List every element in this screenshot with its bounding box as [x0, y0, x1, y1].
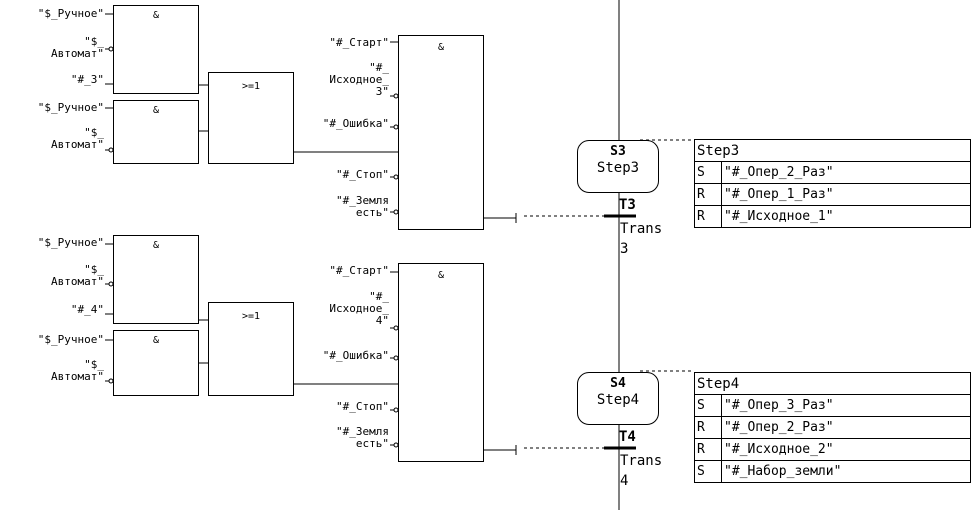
action-qualifier: R	[694, 183, 722, 206]
step-id: S3	[610, 144, 626, 159]
input-label: "#_Стоп"	[336, 168, 389, 181]
action-qualifier: S	[694, 460, 722, 483]
action-operand: "#_Опер_2_Раз"	[721, 416, 971, 439]
step-name: Step3	[596, 160, 640, 176]
input-label: "$_Ручное"	[37, 101, 104, 114]
action-operand: "#_Исходное_1"	[721, 205, 971, 228]
action-table-step4[interactable]: Step4 S"#_Опер_3_Раз" R"#_Опер_2_Раз" R"…	[694, 372, 971, 483]
input-label: "$_ Автомат"	[51, 126, 104, 151]
and-gate-1a[interactable]: &	[113, 5, 199, 94]
action-qualifier: R	[694, 205, 722, 228]
action-table-title: Step4	[694, 372, 971, 395]
action-operand: "#_Опер_3_Раз"	[721, 394, 971, 417]
and-gate-2a[interactable]: &	[113, 235, 199, 324]
or-gate-1[interactable]: >=1	[208, 72, 294, 164]
input-label: "$_Ручное"	[37, 333, 104, 346]
and-gate-1c[interactable]: &	[398, 35, 484, 230]
action-table-title: Step3	[694, 139, 971, 162]
input-label: "$_Ручное"	[37, 7, 104, 20]
input-label: "#_Старт"	[329, 264, 389, 277]
step-name: Step4	[596, 392, 640, 408]
input-label: "#_Ошибка"	[322, 349, 389, 362]
action-operand: "#_Исходное_2"	[721, 438, 971, 461]
action-qualifier: R	[694, 416, 722, 439]
input-label: "#_Старт"	[329, 36, 389, 49]
and-gate-1b[interactable]: &	[113, 100, 199, 164]
transition-id[interactable]: T4	[619, 429, 636, 445]
step-s4[interactable]: S4 Step4	[577, 372, 659, 425]
input-label: "$_ Автомат"	[51, 35, 104, 60]
input-label: "$_ Автомат"	[51, 358, 104, 383]
action-table-step3[interactable]: Step3 S"#_Опер_2_Раз" R"#_Опер_1_Раз" R"…	[694, 139, 971, 228]
input-label: "#_Ошибка"	[322, 117, 389, 130]
action-operand: "#_Опер_1_Раз"	[721, 183, 971, 206]
input-label: "$_Ручное"	[37, 236, 104, 249]
and-gate-2b[interactable]: &	[113, 330, 199, 396]
step-id: S4	[610, 376, 626, 391]
input-label: "#_3"	[70, 73, 104, 86]
action-operand: "#_Опер_2_Раз"	[721, 161, 971, 184]
input-label: "#_ Исходное_ 3"	[329, 61, 389, 98]
transition-name: Trans 3	[620, 221, 663, 257]
input-label: "$_ Автомат"	[51, 263, 104, 288]
action-qualifier: R	[694, 438, 722, 461]
transition-id[interactable]: T3	[619, 197, 636, 213]
input-label: "#_4"	[70, 303, 104, 316]
input-label: "#_Стоп"	[336, 400, 389, 413]
action-operand: "#_Набор_земли"	[721, 460, 971, 483]
and-gate-2c[interactable]: &	[398, 263, 484, 462]
action-qualifier: S	[694, 161, 722, 184]
input-label: "#_Земля есть"	[336, 425, 389, 450]
input-label: "#_ Исходное_ 4"	[329, 290, 389, 327]
transition-name: Trans 4	[620, 453, 663, 489]
or-gate-2[interactable]: >=1	[208, 302, 294, 396]
step-s3[interactable]: S3 Step3	[577, 140, 659, 193]
input-label: "#_Земля есть"	[336, 194, 389, 219]
action-qualifier: S	[694, 394, 722, 417]
